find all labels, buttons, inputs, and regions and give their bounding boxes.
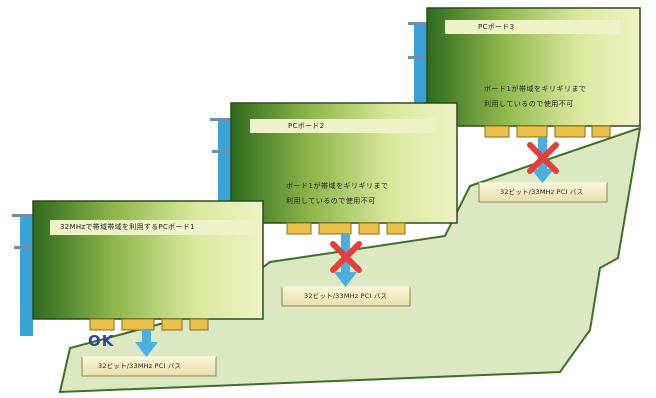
down-arrow-icon xyxy=(135,330,158,357)
title-bar-3 xyxy=(445,20,620,34)
bus-label-1: 32ビット/33MHz PCI バス xyxy=(98,362,182,370)
title-bar-1 xyxy=(50,220,255,235)
cross-icon xyxy=(330,241,362,273)
board-3-line-2: 利用しているので使用不可 xyxy=(484,100,574,108)
board-3-line-1: ボード1が帯域をギリギリまで xyxy=(484,85,587,93)
card-body-1 xyxy=(32,200,264,320)
bus-slot-2 xyxy=(281,286,411,307)
board-2-line-2: 利用しているので使用不可 xyxy=(286,197,376,205)
bus-label-2: 32ビット/33MHz PCI バス xyxy=(304,292,388,300)
bracket-1 xyxy=(20,216,33,336)
bus-slot-1 xyxy=(81,356,217,377)
board-2-line-1: ボード1が帯域をギリギリまで xyxy=(286,182,389,190)
board-3 xyxy=(408,7,641,138)
ok-status-label: OK xyxy=(88,332,115,350)
bus-slot-3 xyxy=(478,182,608,203)
cross-icon xyxy=(527,142,559,174)
board-2-title: PCボード2 xyxy=(288,122,325,130)
board-1 xyxy=(12,200,264,336)
bus-label-3: 32ビット/33MHz PCI バス xyxy=(500,188,584,196)
board-3-title: PCボード3 xyxy=(478,23,515,31)
board-1-title: 32MHzで帯域帯域を利用するPCボード1 xyxy=(60,223,195,231)
title-bar-2 xyxy=(250,119,435,133)
